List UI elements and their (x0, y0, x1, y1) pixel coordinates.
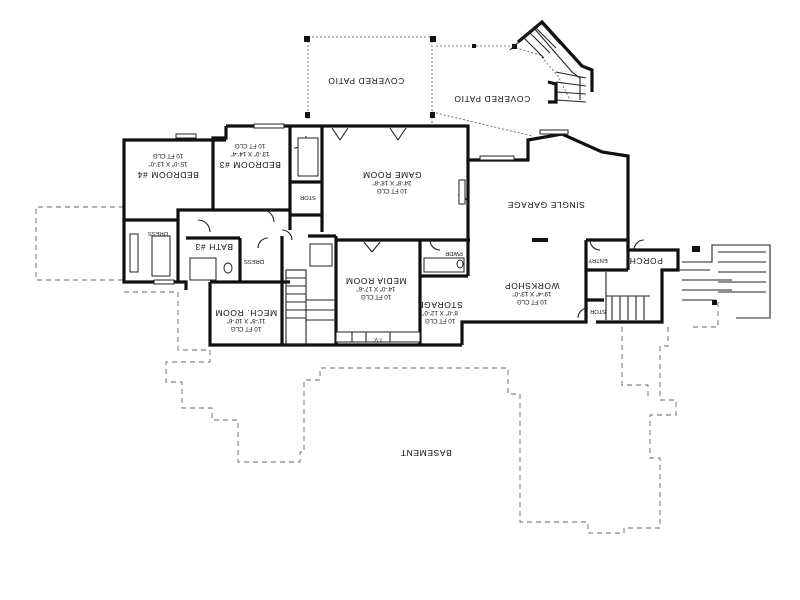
room-label-text: DRESS (148, 230, 168, 236)
covered-patio-outline (307, 36, 571, 137)
room-label-text: BASEMENT (400, 448, 452, 458)
porch-label: PORCH (629, 256, 663, 266)
room-label-text: BEDROOM #3 (219, 160, 281, 170)
room-label-text: 10 FT CLG (377, 187, 408, 194)
room-label-text: STOR (590, 308, 606, 314)
room-label-text: BEDROOM #4 (137, 170, 199, 180)
covered-patio-right-label: COVERED PATIO (454, 94, 530, 104)
room-label-text: 24'-8" X 18'-8" (372, 179, 411, 186)
fixtures (129, 123, 569, 343)
room-label-text: 15'-0" X 13'-0" (148, 160, 187, 167)
room-label-text: 10 FT CLG (425, 317, 456, 324)
covered-patio-left-label: COVERED PATIO (328, 76, 404, 86)
room-label-text: MEDIA ROOM (345, 276, 406, 286)
room-label-text: 19'-4" X 13'-0" (512, 290, 551, 297)
room-label-text: 14'-0" X 17'-6" (356, 285, 395, 292)
room-label-text: STOR (300, 194, 316, 200)
room-label-text: 10 FT CLG (517, 298, 548, 305)
basement-outline (35, 206, 719, 534)
room-label-text: T.V. (373, 336, 383, 342)
room-label-text: MECH. ROOM (215, 308, 277, 318)
dress-a-label: DRESS (148, 230, 168, 236)
pwdr-label: PWDR (445, 250, 463, 256)
room-label-text: BATH #3 (195, 242, 233, 252)
bedroom4-label: BEDROOM #4 15'-0" X 13'-0" 10 FT CLG (137, 152, 199, 180)
interior-walls (176, 126, 630, 345)
single-garage-label: SINGLE GARAGE (507, 200, 585, 210)
room-label-text: DRESS (244, 258, 264, 264)
bedroom3-label: BEDROOM #3 13'-0" X 14'-4" 10 FT CLG (219, 142, 281, 170)
interior-stair (285, 269, 334, 345)
room-label-text: WORKSHOP (504, 281, 559, 291)
room-label-text: 10 FT CLG (231, 325, 262, 332)
media-room-label: MEDIA ROOM 14'-0" X 17'-6" 10 FT CLG (345, 276, 406, 300)
room-label-text: 10 FT CLG (361, 293, 392, 300)
room-label-text: STORAGE (417, 300, 463, 310)
storage-label: STORAGE 8'-0" X 12'-0" 10 FT CLG (417, 300, 463, 324)
game-room-label: GAME ROOM 24'-8" X 18'-8" 10 FT CLG (362, 170, 421, 194)
entry-label: ENTRY (588, 257, 608, 263)
tv-label: T.V. (373, 336, 383, 342)
workshop-stair (605, 272, 650, 320)
exterior-deck-right (678, 244, 771, 319)
room-label-text: PWDR (445, 250, 463, 256)
basement-label: BASEMENT (400, 448, 452, 458)
room-label-text: 8'-0" X 12'-0" (422, 309, 458, 316)
room-label-text: 10 FT CLG (235, 142, 266, 149)
stor-b-label: STOR (590, 308, 606, 314)
bath3-label: BATH #3 (195, 242, 233, 252)
room-label-text: COVERED PATIO (328, 76, 404, 86)
room-label-text: PORCH (629, 256, 663, 266)
dress-b-label: DRESS (244, 258, 264, 264)
room-label-text: 11'-8" X 10'-6" (227, 317, 266, 324)
room-labels: COVERED PATIO COVERED PATIO BEDROOM #4 1… (137, 76, 663, 458)
room-label-text: COVERED PATIO (454, 94, 530, 104)
exterior-stair-top (509, 19, 594, 104)
room-label-text: ENTRY (588, 257, 608, 263)
room-label-text: SINGLE GARAGE (507, 200, 585, 210)
stor-a-label: STOR (300, 194, 316, 200)
room-label-text: 10 FT CLG (153, 152, 184, 159)
workshop-label: WORKSHOP 19'-4" X 13'-0" 10 FT CLG (504, 281, 559, 305)
room-label-text: GAME ROOM (362, 170, 421, 180)
mech-room-label: MECH. ROOM 11'-8" X 10'-6" 10 FT CLG (215, 308, 277, 332)
room-label-text: 13'-0" X 14'-4" (230, 150, 269, 157)
